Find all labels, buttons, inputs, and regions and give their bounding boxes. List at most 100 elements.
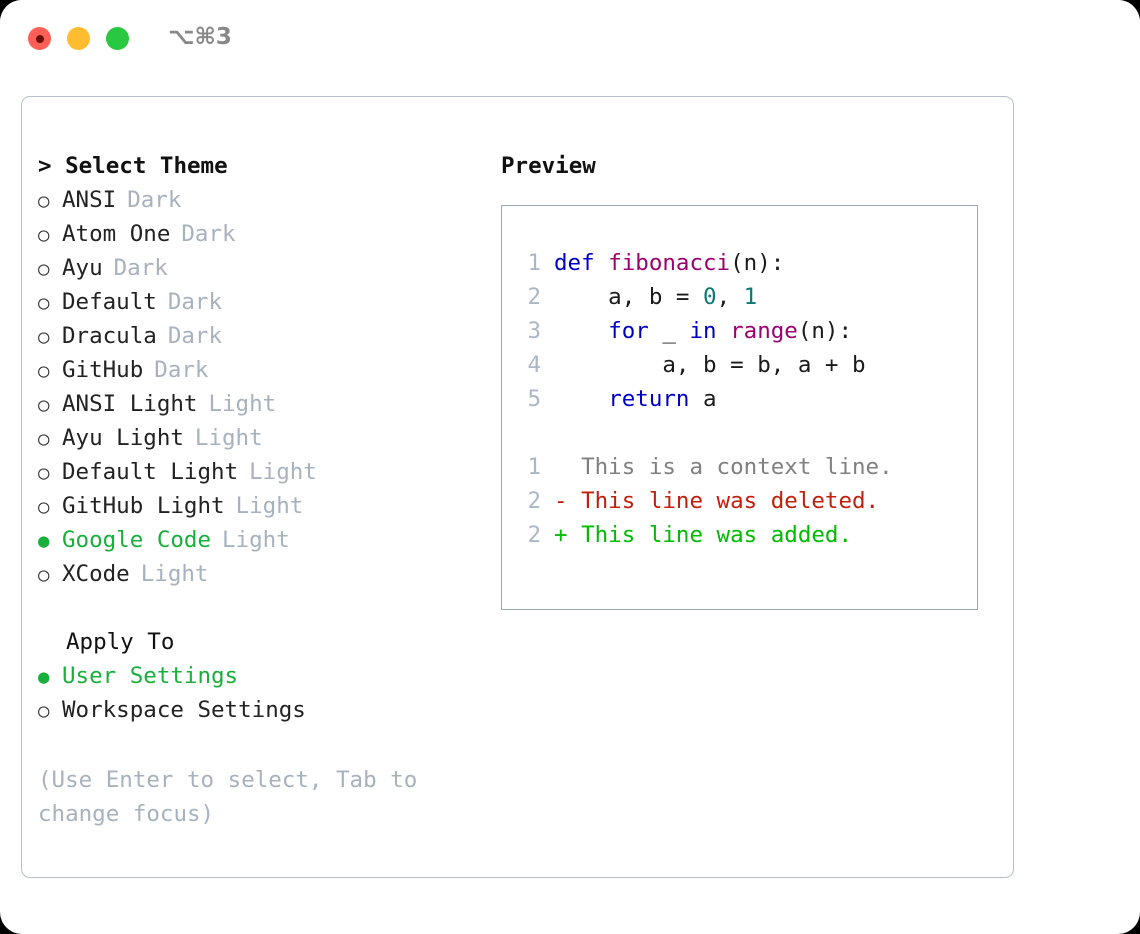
radio-unselected-icon: ○ (38, 190, 50, 212)
code-token-kw: def (554, 250, 609, 276)
code-token-num: 0 (703, 284, 717, 310)
code-token-pl: a, b = b, a + b (554, 352, 866, 378)
diff-line-number: 2 (527, 522, 541, 548)
apply-to-section: Apply To ●User Settings○Workspace Settin… (38, 625, 488, 727)
radio-selected-icon: ● (38, 666, 50, 688)
theme-option-name: Ayu Light (62, 425, 184, 451)
code-token-kw: return (608, 386, 690, 412)
code-token-fn: range (730, 318, 798, 344)
theme-option-name: GitHub (62, 357, 144, 383)
radio-unselected-icon: ○ (38, 360, 50, 382)
apply-to-option-label: Workspace Settings (62, 697, 306, 723)
theme-option-default[interactable]: ○ Default Dark (38, 285, 488, 319)
theme-option-name: Default Light (62, 459, 239, 485)
radio-unselected-icon: ○ (38, 224, 50, 246)
code-token-num: 1 (743, 284, 758, 310)
preview-heading: Preview (501, 153, 596, 179)
theme-option-ansi-light[interactable]: ○ ANSI Light Light (38, 387, 488, 421)
theme-option-name: GitHub Light (62, 493, 225, 519)
minimize-window-button[interactable] (67, 27, 90, 50)
theme-option-kind: Light (222, 527, 290, 553)
code-token-pl: (n): (797, 318, 853, 344)
theme-option-name: Dracula (62, 323, 157, 349)
theme-option-github-light[interactable]: ○ GitHub Light Light (38, 489, 488, 523)
theme-option-kind: Light (208, 391, 277, 417)
diff-line-body: This is a context line. (554, 450, 893, 484)
apply-to-option-user-settings[interactable]: ●User Settings (38, 659, 488, 693)
diff-sample-block: 1 This is a context line.2- This line wa… (515, 450, 971, 552)
radio-unselected-icon: ○ (38, 428, 50, 450)
theme-option-name: ANSI Light (62, 391, 198, 417)
theme-option-kind: Dark (154, 357, 209, 383)
diff-line-text: This is a context line. (567, 454, 893, 480)
code-line-number: 5 (527, 386, 541, 412)
theme-option-name: Default (62, 289, 157, 315)
code-line-number: 2 (527, 284, 541, 310)
theme-option-xcode[interactable]: ○ XCode Light (38, 557, 488, 591)
code-line: 3 for _ in range(n): (515, 314, 971, 348)
diff-line-deleted: 2- This line was deleted. (515, 484, 971, 518)
code-token-pl: a, b = (554, 284, 704, 310)
diff-marker (554, 454, 568, 480)
diff-line-number: 2 (527, 488, 541, 514)
radio-unselected-icon: ○ (38, 564, 50, 586)
code-line-text: def fibonacci(n): (554, 246, 784, 280)
code-token-pl: (n): (730, 250, 785, 276)
radio-unselected-icon: ○ (38, 700, 50, 722)
theme-option-name: XCode (62, 561, 130, 587)
theme-option-name: Google Code (62, 527, 212, 553)
diff-marker: - (554, 488, 568, 514)
theme-option-name: Ayu (62, 255, 103, 281)
apply-to-option-workspace-settings[interactable]: ○ Workspace Settings (38, 693, 488, 727)
code-line-text: return a (554, 382, 716, 416)
code-token-pl: , (716, 284, 744, 310)
diff-line-text: This line was added. (567, 522, 853, 548)
code-token-pl: _ (662, 318, 690, 344)
maximize-window-button[interactable] (106, 27, 129, 50)
theme-option-kind: Dark (167, 289, 223, 315)
code-token-pl (554, 318, 608, 344)
theme-option-kind: Light (235, 493, 304, 519)
select-theme-heading: > Select Theme (38, 153, 228, 179)
radio-unselected-icon: ○ (38, 292, 50, 314)
code-line-number: 4 (527, 352, 541, 378)
theme-option-kind: Light (140, 561, 209, 587)
diff-line-body: - This line was deleted. (554, 484, 879, 518)
keyboard-hint-text: (Use Enter to select, Tab to change focu… (38, 767, 431, 827)
radio-unselected-icon: ○ (38, 394, 50, 416)
code-line-text: a, b = b, a + b (554, 348, 866, 382)
code-line-number: 3 (527, 318, 541, 344)
code-line-text: for _ in range(n): (554, 314, 852, 348)
diff-line-added: 2 + This line was added. (515, 518, 971, 552)
diff-line-body: + This line was added. (554, 518, 852, 552)
code-line-text: a, b = 0, 1 (554, 280, 757, 314)
code-line: 2 a, b = 0, 1 (515, 280, 971, 314)
close-window-button[interactable] (28, 27, 51, 50)
code-token-pl (554, 386, 608, 412)
code-diff-spacer (515, 416, 971, 450)
diff-line-text: This line was deleted. (567, 488, 880, 514)
radio-unselected-icon: ○ (38, 496, 50, 518)
apply-to-option-list[interactable]: ●User Settings ○ Workspace Settings (38, 659, 488, 727)
code-line: 4 a, b = b, a + b (515, 348, 971, 382)
code-token-kw: in (689, 318, 731, 344)
theme-option-name: Atom One (62, 221, 171, 247)
code-line: 5 return a (515, 382, 971, 416)
diff-line-context: 1 This is a context line. (515, 450, 971, 484)
theme-option-github[interactable]: ○ GitHub Dark (38, 353, 488, 387)
code-token-fn: fibonacci (608, 250, 731, 276)
